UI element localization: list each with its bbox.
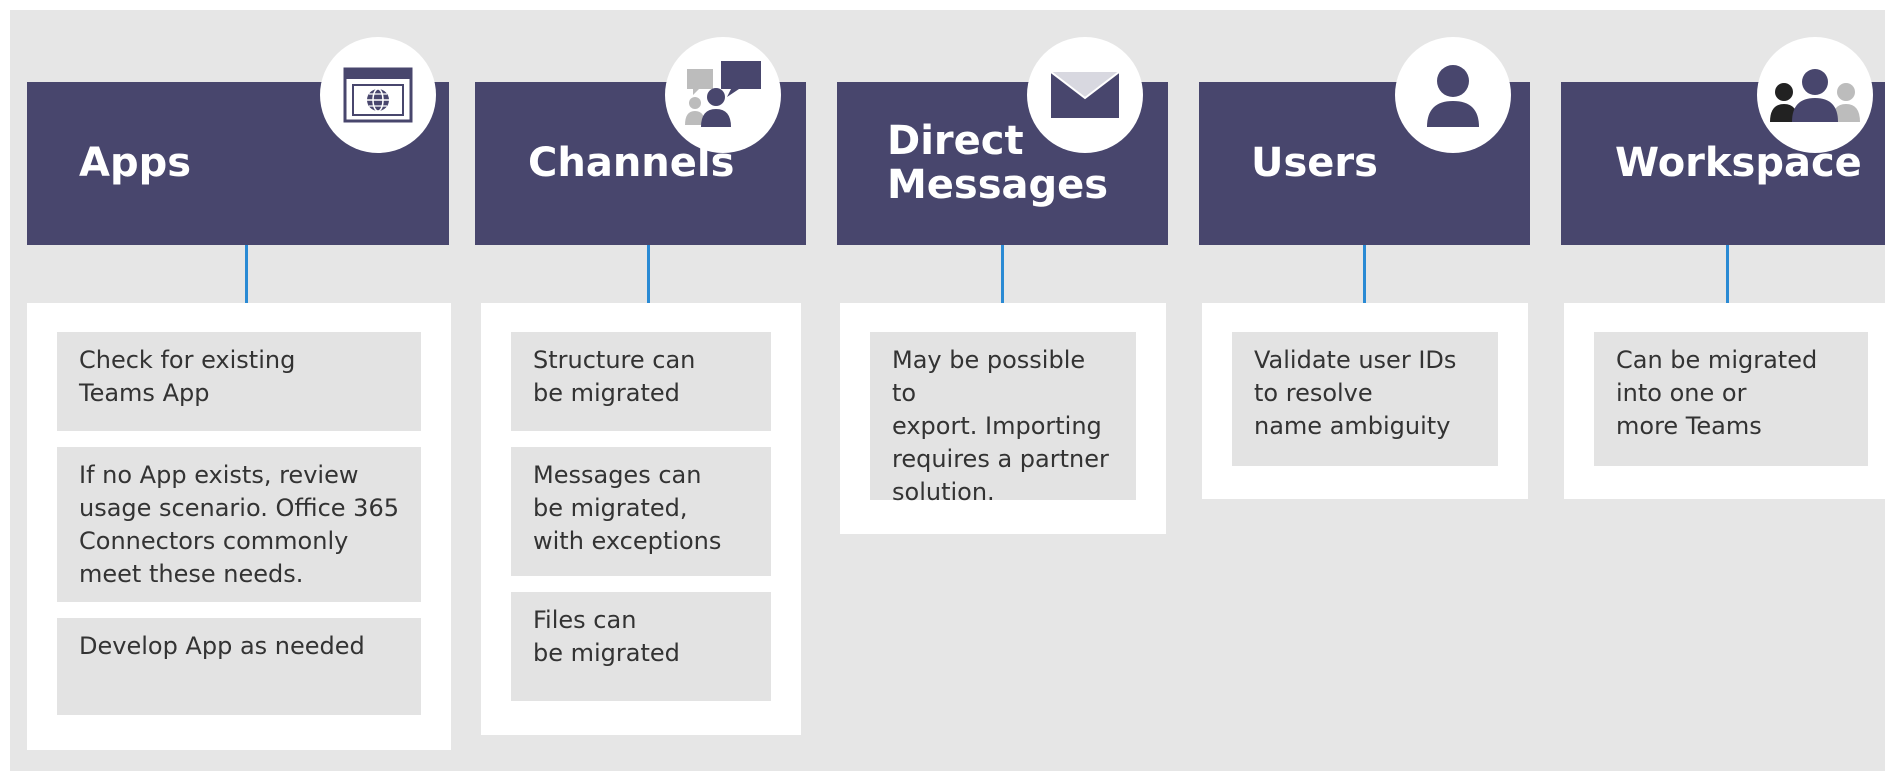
column-apps: Apps Check for existing Teams App If no … xyxy=(27,10,451,771)
item-box: Check for existing Teams App xyxy=(57,332,421,431)
item-box: Structure can be migrated xyxy=(511,332,771,431)
column-direct-messages: Direct Messages May be possible to expor… xyxy=(837,10,1168,771)
column-workspace: Workspace Can be migrated into one or mo… xyxy=(1561,10,1885,771)
group-icon xyxy=(1757,37,1873,153)
column-title: Apps xyxy=(79,139,192,186)
connector-line xyxy=(245,245,248,303)
browser-globe-icon xyxy=(320,37,436,153)
item-box: Validate user IDs to resolve name ambigu… xyxy=(1232,332,1498,466)
user-icon xyxy=(1395,37,1511,153)
connector-line xyxy=(1363,245,1366,303)
item-box: Messages can be migrated, with exception… xyxy=(511,447,771,576)
connector-line xyxy=(647,245,650,303)
column-title: Direct Messages xyxy=(887,118,1109,208)
connector-line xyxy=(1001,245,1004,303)
column-users: Users Validate user IDs to resolve name … xyxy=(1199,10,1530,771)
migration-diagram: Apps Check for existing Teams App If no … xyxy=(10,10,1885,771)
column-channels: Channels Structure can be migrated Messa… xyxy=(475,10,806,771)
item-box: If no App exists, review usage scenario.… xyxy=(57,447,421,602)
item-box: Develop App as needed xyxy=(57,618,421,715)
header-direct-messages: Direct Messages xyxy=(837,82,1168,245)
connector-line xyxy=(1726,245,1729,303)
envelope-icon xyxy=(1027,37,1143,153)
panel-channels: Structure can be migrated Messages can b… xyxy=(481,303,801,735)
item-box: May be possible to export. Importing req… xyxy=(870,332,1136,506)
panel-direct-messages: May be possible to export. Importing req… xyxy=(840,303,1166,534)
panel-users: Validate user IDs to resolve name ambigu… xyxy=(1202,303,1528,499)
item-box: Files can be migrated xyxy=(511,592,771,701)
panel-apps: Check for existing Teams App If no App e… xyxy=(27,303,451,750)
column-title: Users xyxy=(1251,139,1378,186)
panel-workspace: Can be migrated into one or more Teams xyxy=(1564,303,1885,499)
chat-users-icon xyxy=(665,37,781,153)
item-box: Can be migrated into one or more Teams xyxy=(1594,332,1868,466)
